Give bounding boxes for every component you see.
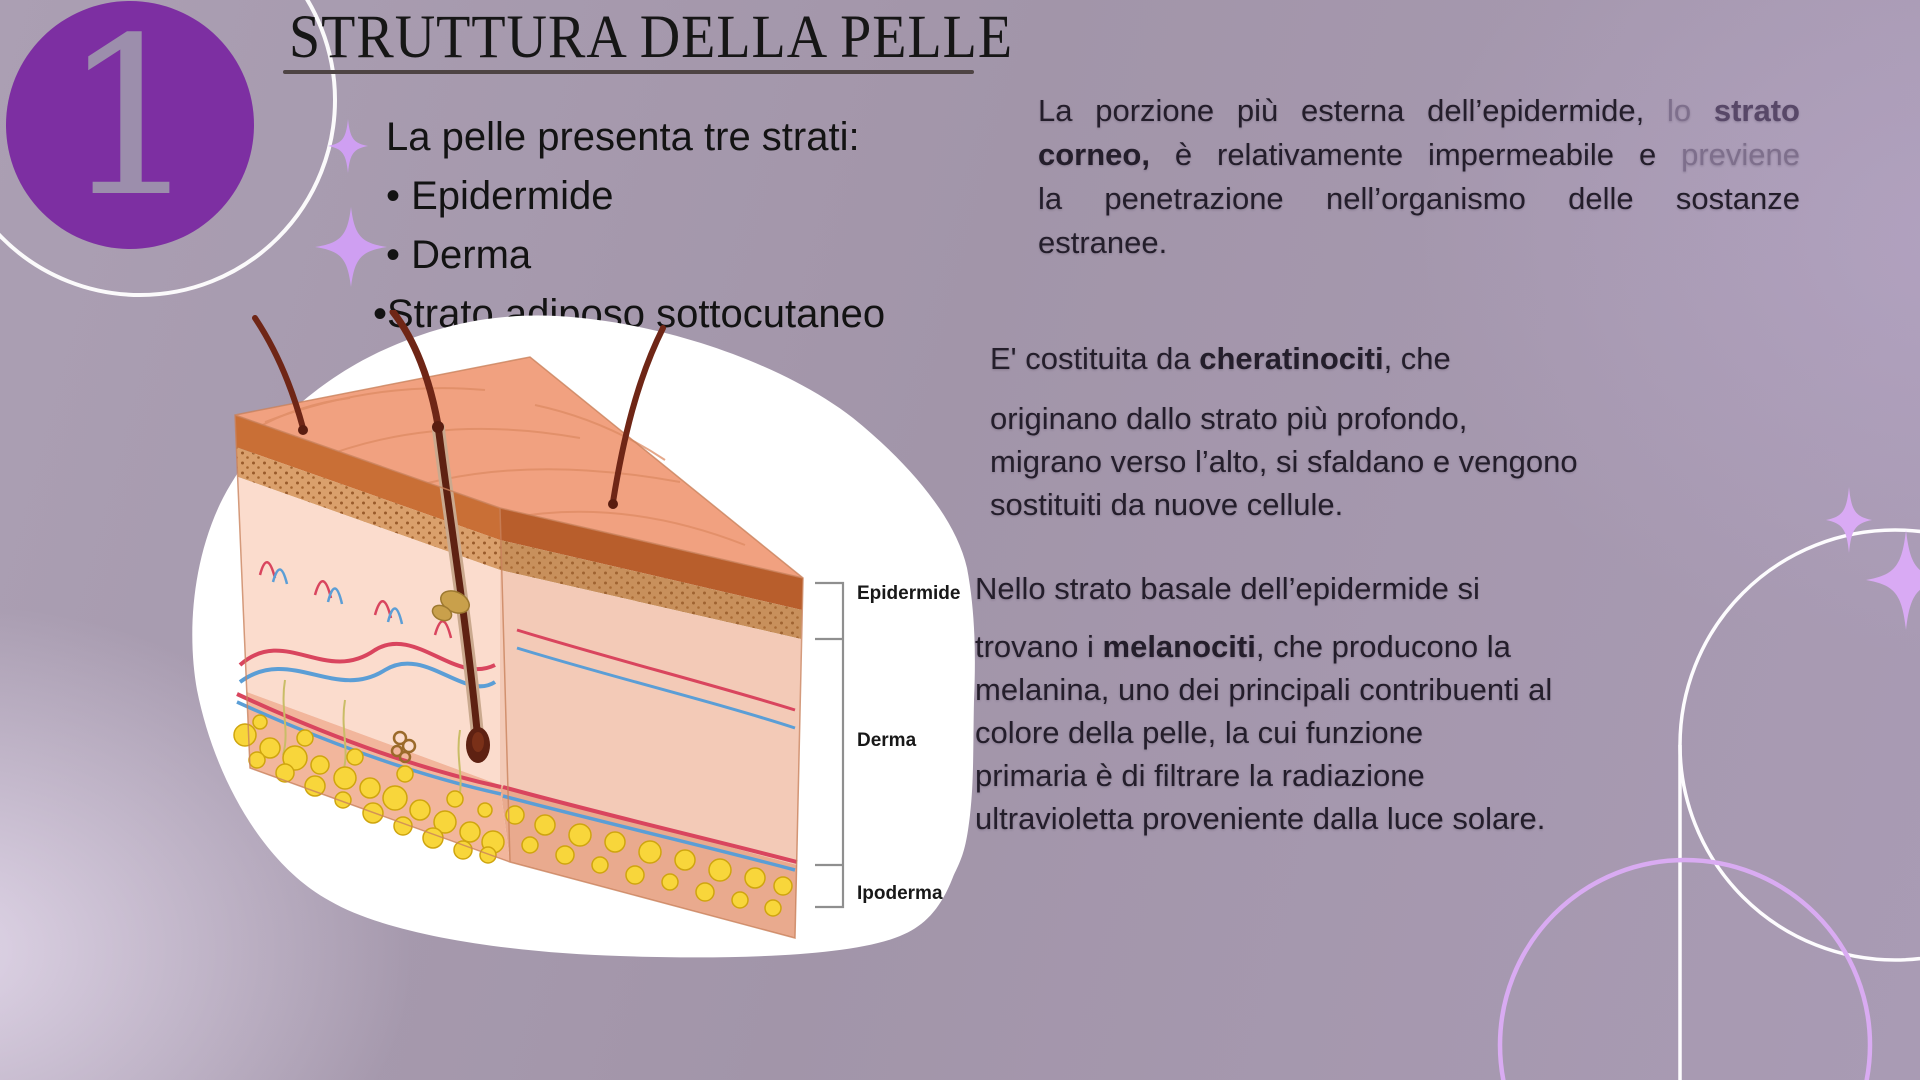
epidermis-layer [235, 415, 500, 540]
epidermis-texture [236, 447, 500, 570]
sparkle-icon [328, 119, 368, 173]
hair-illustration [252, 310, 666, 505]
hair-bulb [472, 732, 484, 752]
diagram-label-epidermide: Epidermide [857, 583, 960, 604]
page-title: STRUTTURA DELLA PELLE [289, 3, 1014, 72]
paragraph-strato-corneo: La porzione più esterna dell’epidermide,… [1038, 93, 1800, 260]
sparkle-icon [1826, 487, 1872, 553]
sparkle-icon [315, 207, 387, 287]
slide-number-badge: 1 [2, 0, 260, 256]
fat-cells [233, 714, 793, 917]
title-underline [283, 70, 974, 74]
sweat-gland [390, 730, 417, 764]
hair-base [298, 425, 308, 435]
diagram-bracket [815, 581, 845, 909]
dermis-layer [238, 477, 500, 785]
sparkle-icon [1866, 530, 1920, 630]
hair-follicle [434, 424, 481, 731]
block-outline [234, 356, 804, 939]
hair-base [432, 421, 444, 433]
sebaceous-gland [431, 604, 453, 622]
slide-number: 1 [61, 0, 201, 245]
dermis-layer [500, 570, 801, 865]
blood-vessels [236, 561, 798, 872]
skin-surface [235, 357, 803, 578]
skin-block-illustration [233, 310, 804, 939]
skin-diagram: Epidermide Derma Ipoderma [192, 310, 975, 958]
diagram-label-derma: Derma [857, 730, 917, 751]
circle-outline-decoration [1497, 857, 1873, 1080]
diagram-label-ipoderma: Ipoderma [857, 883, 943, 904]
intro-text: La pelle presenta tre strati:• Epidermid… [373, 115, 886, 336]
epidermis-texture [500, 540, 802, 639]
hair-base [608, 499, 618, 509]
epidermis-layer [500, 508, 803, 610]
